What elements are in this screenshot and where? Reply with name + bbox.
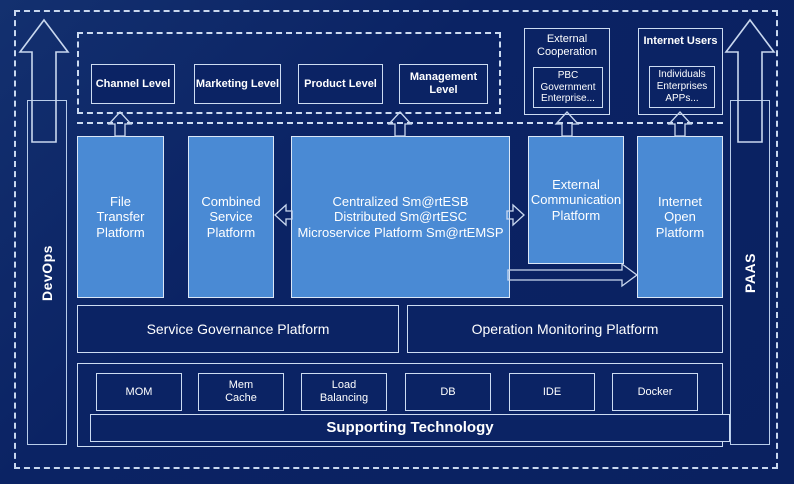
external-cooperation-items-box: PBC Government Enterprise... [533,67,603,108]
business-level-label: Channel Level [95,77,171,90]
governance-label: Operation Monitoring Platform [471,320,659,337]
supporting-tech-label: Load Balancing [319,379,369,404]
business-level-box-product[interactable]: Product Level [298,64,383,104]
supporting-tech-label: Mem Cache [225,379,257,404]
supporting-tech-label: DB [440,385,456,398]
governance-box-operation-monitoring[interactable]: Operation Monitoring Platform [407,305,723,353]
supporting-tech-label: IDE [542,385,562,398]
platform-label: File Transfer Platform [96,194,145,240]
platform-box-internet-open[interactable]: Internet Open Platform [637,136,723,298]
platform-label: Centralized Sm@rtESB Distributed Sm@rtES… [297,194,504,240]
supporting-tech-box-mem-cache[interactable]: Mem Cache [198,373,284,411]
platform-label: External Communication Platform [530,177,622,223]
business-level-label: Marketing Level [195,77,280,90]
platform-box-external-communication[interactable]: External Communication Platform [528,136,624,264]
supporting-tech-box-docker[interactable]: Docker [612,373,698,411]
internet-users-items: Individuals Enterprises APPs... [656,69,708,104]
supporting-tech-box-db[interactable]: DB [405,373,491,411]
business-level-label: Management Level [409,71,478,96]
platform-box-combined-service[interactable]: Combined Service Platform [188,136,274,298]
supporting-tech-label: Docker [637,385,673,398]
business-level-box-channel[interactable]: Channel Level [91,64,175,104]
business-level-label: Product Level [304,77,377,90]
supporting-tech-box-load-balancing[interactable]: Load Balancing [301,373,387,411]
supporting-tech-box-mom[interactable]: MOM [96,373,182,411]
governance-box-service-governance[interactable]: Service Governance Platform [77,305,399,353]
governance-label: Service Governance Platform [146,320,330,337]
business-levels-group [77,32,501,114]
platform-box-esb-esc-emsp[interactable]: Centralized Sm@rtESB Distributed Sm@rtES… [291,136,510,298]
business-level-box-marketing[interactable]: Marketing Level [194,64,281,104]
platform-box-file-transfer[interactable]: File Transfer Platform [77,136,164,298]
supporting-tech-box-ide[interactable]: IDE [509,373,595,411]
external-cooperation-group[interactable]: External Cooperation PBC Government Ente… [524,28,610,115]
platform-label: Internet Open Platform [655,194,705,240]
supporting-technology-bar[interactable]: Supporting Technology [90,414,730,442]
levels-separator-dashed-line [77,122,723,124]
external-cooperation-items: PBC Government Enterprise... [540,69,596,105]
business-level-box-management[interactable]: Management Level [399,64,488,104]
external-cooperation-title: External Cooperation [537,33,597,59]
outer-dashed-frame [14,10,778,469]
internet-users-items-box: Individuals Enterprises APPs... [649,66,715,108]
paas-pillar-label: PAAS [742,253,758,293]
internet-users-title: Internet Users [643,35,718,47]
internet-users-group[interactable]: Internet Users Individuals Enterprises A… [638,28,723,115]
devops-pillar-label: DevOps [39,245,55,301]
supporting-technology-bar-label: Supporting Technology [326,419,494,437]
supporting-tech-label: MOM [125,385,153,398]
platform-label: Combined Service Platform [201,194,261,240]
